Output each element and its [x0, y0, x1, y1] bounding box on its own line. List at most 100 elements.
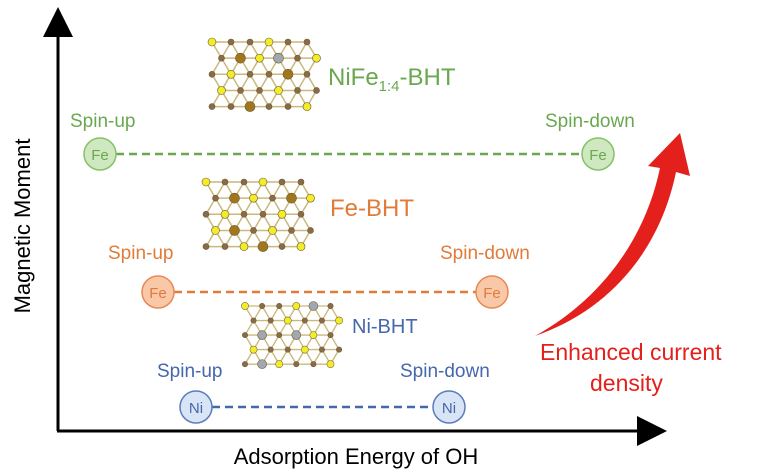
- carbon-atom: [284, 38, 292, 46]
- nife-bht-structure: [207, 37, 321, 112]
- sulfur-atom: [326, 360, 335, 369]
- metal-atom: [291, 330, 302, 340]
- metal-atom: [244, 101, 256, 112]
- carbon-atom: [246, 70, 254, 78]
- sulfur-atom: [220, 209, 230, 219]
- carbon-atom: [303, 38, 311, 46]
- sulfur-atom: [226, 69, 236, 79]
- sulfur-atom: [292, 302, 301, 310]
- carbon-atom: [310, 361, 317, 368]
- sulfur-atom: [249, 345, 258, 354]
- carbon-atom: [278, 178, 286, 186]
- metal-atom: [229, 225, 240, 236]
- row-ni-bht: Ni-BHT Spin-up Spin-down Ni Ni: [157, 316, 490, 424]
- carbon-atom: [212, 194, 219, 202]
- sulfur-atom: [268, 226, 277, 235]
- fe-bht-structure: [201, 177, 315, 252]
- carbon-atom: [227, 103, 235, 110]
- carbon-atom: [276, 332, 283, 339]
- carbon-atom: [297, 210, 305, 218]
- carbon-atom: [242, 332, 248, 339]
- carbon-atom: [269, 194, 276, 202]
- fe-atom-spin-up: [83, 137, 117, 171]
- metal-atom: [308, 301, 319, 311]
- sulfur-atom: [302, 102, 312, 111]
- sulfur-atom: [207, 37, 217, 47]
- metal-atom: [286, 192, 297, 204]
- sulfur-atom: [241, 302, 249, 310]
- carbon-atom: [276, 303, 283, 309]
- metal-atom: [273, 52, 284, 64]
- carbon-atom: [313, 87, 320, 94]
- metal-atom: [257, 330, 267, 340]
- carbon-atom: [240, 210, 248, 218]
- sulfur-atom: [309, 331, 318, 339]
- x-axis-label: Adsorption Energy of OH: [234, 444, 479, 469]
- sulfur-atom: [249, 193, 258, 203]
- carbon-atom: [327, 332, 334, 339]
- carbon-atom: [284, 103, 292, 110]
- nife-spin-down-label: Spin-down: [545, 111, 635, 132]
- carbon-atom: [278, 243, 286, 250]
- fe-atom-label: Fe: [91, 147, 109, 164]
- metal-atom: [282, 68, 294, 80]
- carbon-atom: [250, 227, 257, 234]
- carbon-atom: [202, 210, 210, 218]
- fe-spin-down-label: Spin-down: [440, 243, 530, 264]
- sulfur-atom: [255, 53, 264, 63]
- sulfur-atom: [264, 37, 274, 47]
- carbon-atom: [318, 317, 325, 324]
- sulfur-atom: [277, 209, 287, 219]
- ni-atom-spin-up: [179, 390, 213, 424]
- row-nife-bht: NiFe1:4-BHT Spin-up Spin-down Fe Fe: [70, 64, 635, 171]
- enhanced-current-arrow: [535, 133, 690, 336]
- carbon-atom: [294, 87, 301, 94]
- ni-bht-title: Ni-BHT: [352, 316, 418, 338]
- carbon-atom: [218, 54, 225, 62]
- carbon-atom: [208, 70, 216, 78]
- carbon-atom: [265, 103, 273, 110]
- carbon-atom: [242, 361, 248, 368]
- carbon-atom: [327, 303, 334, 309]
- carbon-atom: [259, 303, 266, 309]
- sulfur-atom: [312, 53, 321, 63]
- carbon-atom: [208, 103, 216, 110]
- carbon-atom: [318, 346, 325, 353]
- carbon-atom: [303, 70, 311, 78]
- sulfur-atom: [211, 226, 220, 235]
- annotation-line2: density: [590, 370, 663, 396]
- sulfur-atom: [201, 177, 211, 187]
- sulfur-atom: [239, 242, 249, 251]
- carbon-atom: [221, 178, 229, 186]
- ni-bht-structure: [241, 301, 343, 369]
- fe-spin-up-label: Spin-up: [108, 243, 174, 264]
- carbon-atom: [250, 317, 257, 324]
- metal-atom: [235, 52, 246, 64]
- fe-atom-label: Fe: [149, 285, 167, 302]
- carbon-atom: [267, 346, 274, 353]
- carbon-atom: [267, 317, 274, 324]
- sulfur-atom: [300, 345, 309, 354]
- metal-atom: [257, 241, 269, 252]
- ni-atom-label: Ni: [189, 400, 203, 417]
- fe-atom-spin-down: [581, 137, 615, 171]
- metal-atom: [229, 192, 240, 204]
- carbon-atom: [256, 87, 263, 94]
- carbon-atom: [202, 243, 210, 250]
- ni-spin-up-label: Spin-up: [157, 361, 223, 382]
- carbon-atom: [259, 210, 267, 218]
- sulfur-atom: [296, 242, 306, 251]
- metal-atom: [257, 359, 267, 369]
- ni-atom-label: Ni: [442, 400, 456, 417]
- sulfur-atom: [275, 360, 284, 369]
- fe-atom-spin-down: [475, 275, 509, 309]
- carbon-atom: [246, 38, 254, 46]
- carbon-atom: [336, 346, 343, 353]
- carbon-atom: [301, 317, 308, 324]
- carbon-atom: [265, 70, 273, 78]
- nife-spin-up-label: Spin-up: [70, 111, 136, 132]
- sulfur-atom: [335, 316, 343, 325]
- carbon-atom: [293, 361, 300, 368]
- fe-atom-label: Fe: [483, 285, 501, 302]
- carbon-atom: [288, 227, 295, 234]
